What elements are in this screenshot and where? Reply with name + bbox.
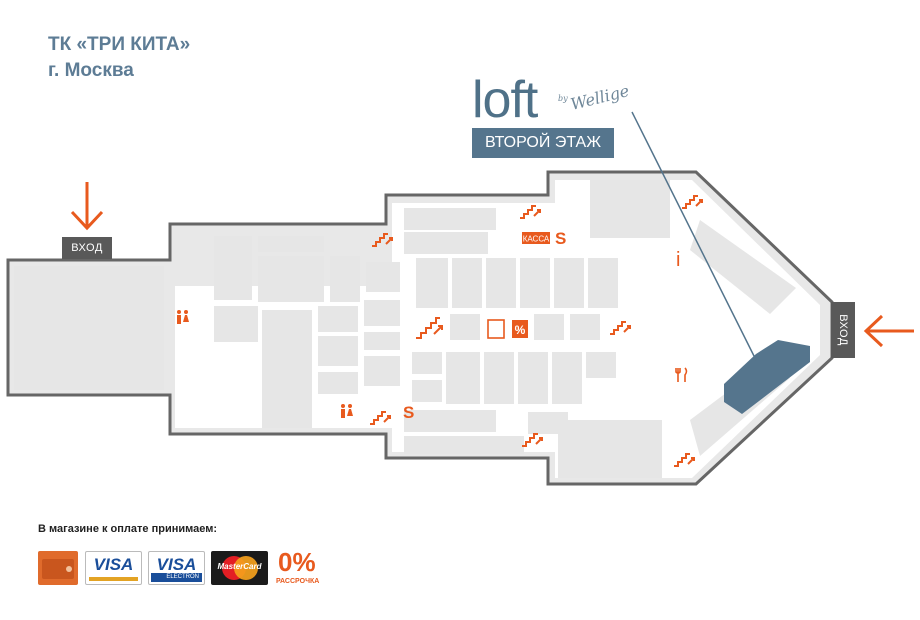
sale-icon: S bbox=[555, 229, 566, 248]
floor-badge: ВТОРОЙ ЭТАЖ bbox=[472, 128, 614, 158]
escalator-icons bbox=[370, 195, 703, 467]
store-blocks bbox=[14, 180, 796, 478]
cafe-icon bbox=[675, 367, 688, 382]
visa-card: VISA bbox=[85, 551, 142, 585]
store-leader-line bbox=[631, 111, 757, 361]
arrow-down-icon bbox=[70, 182, 104, 231]
cashier-label: КАССА bbox=[523, 235, 550, 244]
mall-name: ТК «ТРИ КИТА» bbox=[48, 34, 191, 55]
percent-symbol: % bbox=[515, 323, 526, 337]
visa-electron-card: VISA ELECTRON bbox=[148, 551, 205, 585]
mastercard-card: MasterCard bbox=[211, 551, 268, 585]
installment-percent: 0% bbox=[278, 547, 316, 577]
visa-electron-sub: ELECTRON bbox=[151, 573, 202, 582]
arrow-left-icon bbox=[863, 314, 914, 348]
visa-stripe bbox=[89, 577, 138, 581]
escalator-icon bbox=[372, 233, 393, 247]
escalator-icon bbox=[610, 321, 631, 335]
escalator-icon bbox=[520, 205, 541, 219]
logo-script: Wellige bbox=[568, 81, 632, 114]
wallet-icon bbox=[38, 551, 78, 585]
escalator-icon bbox=[522, 433, 543, 447]
mastercard-logo: MasterCard bbox=[217, 562, 262, 571]
discount-badge bbox=[512, 320, 528, 338]
entrance-right-label: ВХОД bbox=[837, 314, 849, 346]
restroom-icon bbox=[341, 404, 353, 418]
entrance-right: ВХОД bbox=[831, 302, 855, 358]
mall-title: ТК «ТРИ КИТА» г. Москва bbox=[48, 32, 190, 84]
sale-icon: S bbox=[403, 403, 414, 422]
logo-word: loft bbox=[472, 71, 538, 129]
escalator-icon bbox=[416, 317, 443, 339]
cashier-badge bbox=[522, 232, 550, 244]
wallet-clasp bbox=[66, 566, 72, 572]
logo-by: by bbox=[558, 94, 568, 103]
installment-label: РАССРОЧКА bbox=[276, 578, 320, 585]
city-name: г. Москва bbox=[48, 60, 134, 81]
escalator-icon bbox=[674, 453, 695, 467]
installment-badge: 0% РАССРОЧКА bbox=[276, 547, 326, 585]
loft-logo: loft by Wellige ВТОРОЙ ЭТАЖ bbox=[472, 71, 648, 162]
info-icon: i bbox=[676, 249, 680, 271]
escalator-icon bbox=[682, 195, 703, 209]
loft-store-highlight[interactable] bbox=[724, 340, 810, 414]
escalator-icon bbox=[370, 411, 391, 425]
wallet-flap bbox=[42, 559, 74, 579]
atm-icon bbox=[487, 319, 505, 339]
mastercard-yellow-circle bbox=[234, 556, 258, 580]
visa-electron-logo: VISA bbox=[156, 555, 197, 574]
restroom-icon bbox=[177, 310, 189, 324]
payments-label: В магазине к оплате принимаем: bbox=[38, 523, 217, 535]
entrance-left: ВХОД bbox=[62, 237, 112, 259]
visa-logo: VISA bbox=[93, 555, 134, 574]
